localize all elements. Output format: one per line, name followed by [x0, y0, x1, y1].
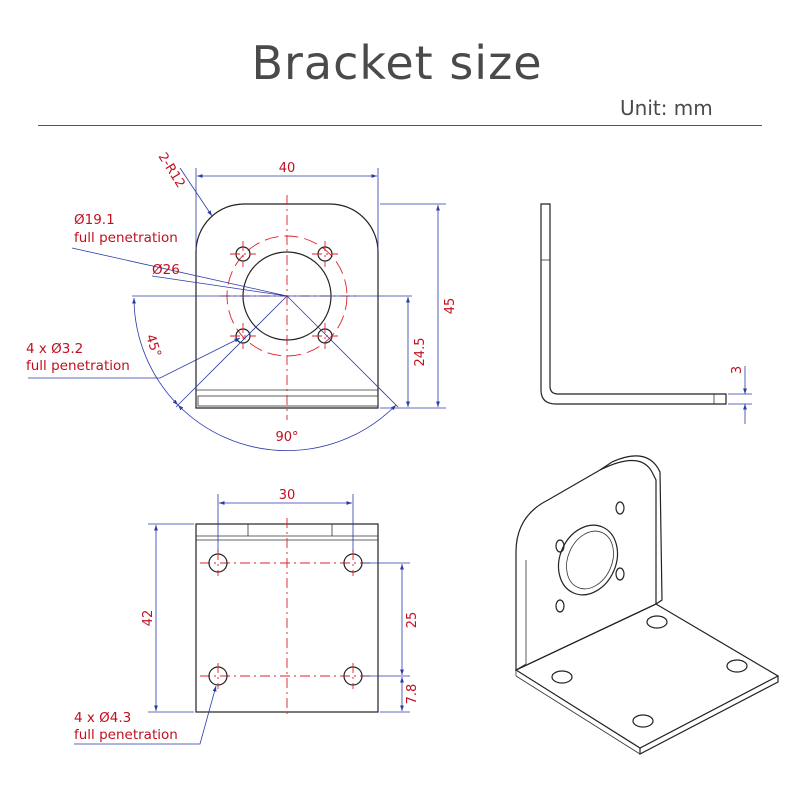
- inner-hole-leader: [71, 247, 288, 297]
- dim-hole-spacing-y: 25: [405, 612, 420, 629]
- dim-width: 40: [279, 161, 296, 176]
- iso-large-hole: [726, 659, 748, 673]
- unit-label: Unit: mm: [620, 96, 713, 120]
- dim-thickness: 3: [730, 366, 745, 374]
- side-profile: [540, 203, 727, 405]
- iso-small-hole: [555, 539, 565, 553]
- large-hole-note: full penetration: [74, 727, 178, 743]
- isometric-view: [514, 455, 780, 755]
- side-view: 3: [540, 203, 752, 424]
- dim-corner-radius: 2-R12: [155, 150, 188, 191]
- iso-large-hole: [551, 670, 573, 684]
- iso-large-hole: [646, 615, 668, 629]
- large-holes: [208, 550, 363, 689]
- iso-vertical-plate: [515, 459, 657, 671]
- large-hole-leader: [74, 685, 217, 745]
- iso-large-hole: [632, 714, 654, 728]
- iso-base-plate-edge: [639, 676, 779, 755]
- iso-small-hole: [615, 567, 625, 581]
- small-hole-count: 4 x Ø3.2: [26, 341, 83, 357]
- angle-arc-90: [177, 404, 397, 452]
- angle-arc-45: [132, 297, 179, 406]
- radius-leader: [179, 167, 213, 217]
- inner-hole-label: Ø19.1: [74, 212, 115, 228]
- bend-face: [197, 395, 379, 407]
- iso-small-hole: [615, 501, 625, 515]
- bottom-view: 30 42 25 7.8 4 x Ø4.3 full penetration: [74, 488, 420, 745]
- bolt-circle-label: Ø26: [152, 262, 180, 278]
- page-title: Bracket size: [251, 36, 543, 90]
- front-plate-outline: [195, 203, 379, 409]
- bolt-circle-leader: [151, 275, 288, 297]
- dim-hole-spacing-x: 30: [279, 488, 296, 503]
- front-view: 40 2-R12 Ø19.1 full penetration Ø26 4 x …: [26, 150, 458, 452]
- dim-center-height: 24.5: [413, 338, 428, 367]
- header-divider: [38, 125, 762, 126]
- iso-small-hole: [555, 599, 565, 613]
- dim-depth: 42: [141, 610, 156, 627]
- inner-hole-note: full penetration: [74, 230, 178, 246]
- iso-vertical-plate-edge: [599, 455, 663, 605]
- small-holes: [230, 241, 338, 349]
- dim-angle-45: 45°: [142, 333, 163, 360]
- large-hole-count: 4 x Ø4.3: [74, 710, 131, 726]
- small-hole-note: full penetration: [26, 358, 130, 374]
- dim-height: 45: [443, 298, 458, 315]
- dim-edge-offset: 7.8: [405, 684, 420, 705]
- iso-center-hole: [557, 524, 619, 596]
- dim-angle-90: 90°: [275, 430, 298, 445]
